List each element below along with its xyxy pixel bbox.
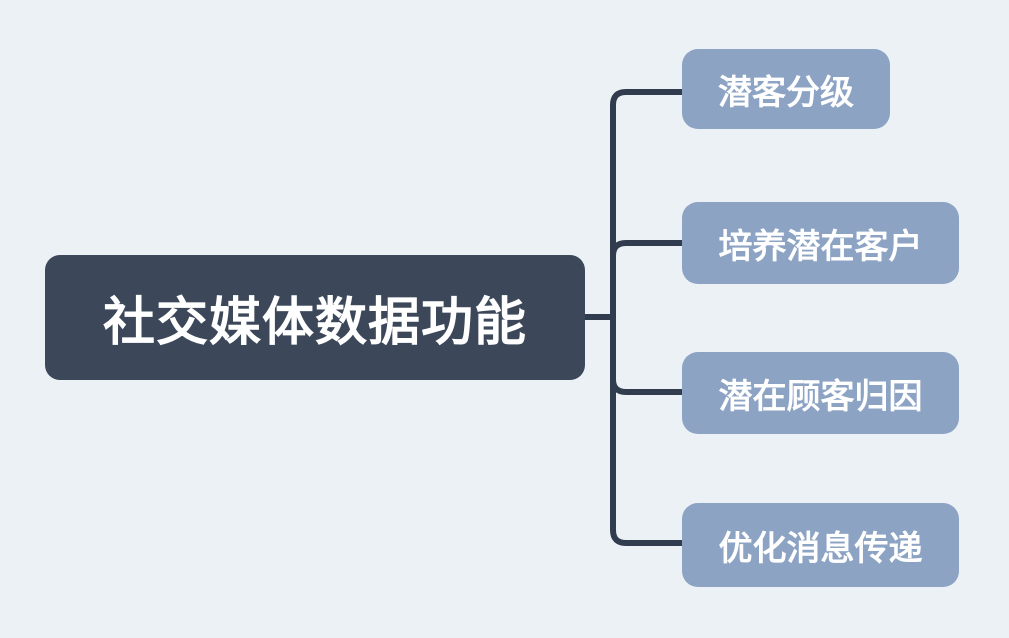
root-node[interactable]: 社交媒体数据功能 bbox=[45, 255, 585, 380]
connector-branch-3 bbox=[610, 376, 687, 395]
child-node-label: 潜在顾客归因 bbox=[718, 377, 923, 416]
child-node-label: 优化消息传递 bbox=[718, 529, 923, 568]
root-node-label: 社交媒体数据功能 bbox=[102, 294, 527, 352]
connector-spine-top-bottom bbox=[610, 89, 687, 546]
child-node-lead-attribution[interactable]: 潜在顾客归因 bbox=[682, 352, 959, 434]
child-node-optimize-messaging[interactable]: 优化消息传递 bbox=[682, 503, 959, 587]
child-node-label: 潜客分级 bbox=[718, 73, 854, 112]
child-node-nurture-leads[interactable]: 培养潜在客户 bbox=[682, 202, 959, 284]
child-node-label: 培养潜在客户 bbox=[718, 227, 923, 266]
connector-branch-2 bbox=[610, 240, 687, 259]
child-node-lead-grading[interactable]: 潜客分级 bbox=[682, 49, 890, 129]
